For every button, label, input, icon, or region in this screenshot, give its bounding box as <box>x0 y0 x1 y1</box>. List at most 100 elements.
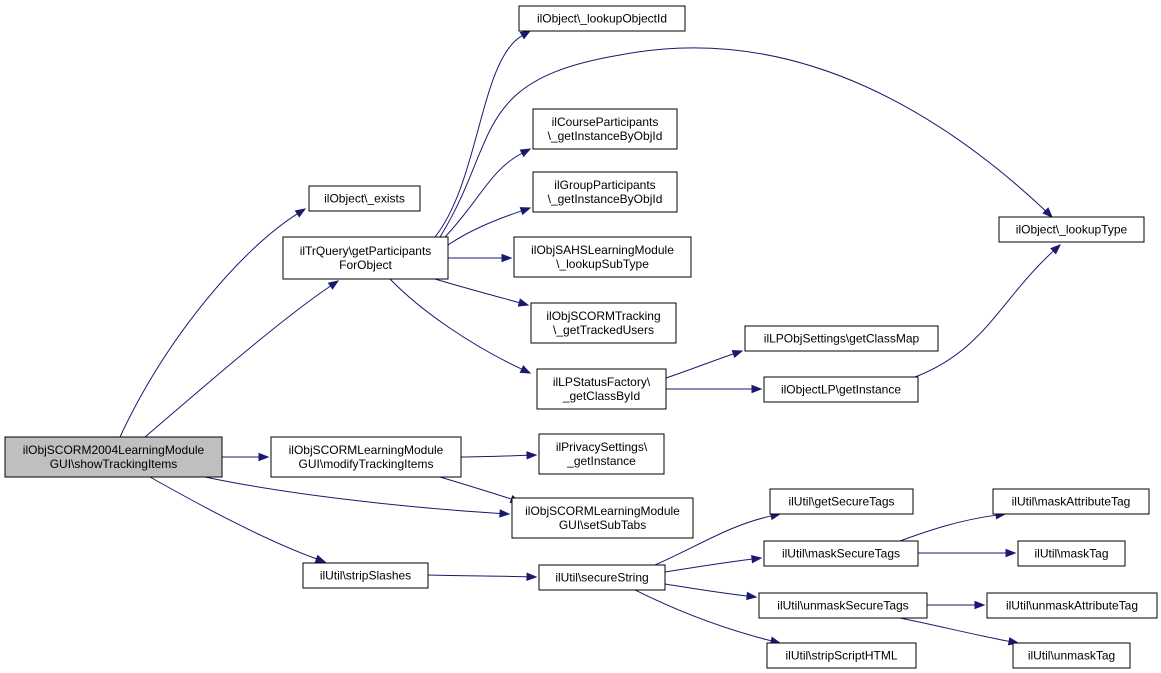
node-groupParticipants[interactable]: ilGroupParticipants\_getInstanceByObjId <box>532 171 678 213</box>
node-box <box>538 433 665 475</box>
edge-unmaskSecureTags-to-unmaskTag <box>899 617 1020 646</box>
node-box <box>758 592 928 619</box>
node-box <box>532 171 678 213</box>
edge-getParticipants-to-groupParticipants <box>447 207 532 246</box>
node-label-line: ilObjSCORM2004LearningModule <box>23 443 205 457</box>
node-maskTag[interactable]: ilUtil\maskTag <box>1017 540 1126 567</box>
node-label-line: _getClassById <box>562 389 640 403</box>
node-label-line: \_getInstanceByObjId <box>548 129 663 143</box>
node-secureString[interactable]: ilUtil\secureString <box>538 564 666 591</box>
node-box <box>536 368 667 410</box>
nodes-layer: ilObjSCORM2004LearningModuleGUI\showTrac… <box>4 5 1158 669</box>
node-label-line: ilUtil\unmaskAttributeTag <box>1006 599 1138 613</box>
node-box <box>513 236 692 278</box>
node-box <box>769 488 914 515</box>
edge-secureString-to-stripScriptHTML <box>634 589 782 645</box>
node-box <box>986 592 1158 619</box>
edge-maskSecureTags-to-maskAttributeTag <box>899 511 1007 542</box>
edge-secureString-to-unmaskSecureTags <box>664 583 758 601</box>
edge-lpStatusFactory-to-lpObjSettings <box>665 349 744 379</box>
edge-getParticipants-to-lpStatusFactory <box>389 278 532 374</box>
node-label-line: ilUtil\maskTag <box>1034 547 1108 561</box>
node-root: ilObjSCORM2004LearningModuleGUI\showTrac… <box>4 436 223 478</box>
node-maskAttributeTag[interactable]: ilUtil\maskAttributeTag <box>992 488 1150 515</box>
node-exists[interactable]: ilObject\_exists <box>308 185 421 212</box>
edge-maskSecureTags-to-maskTag <box>918 548 1017 558</box>
node-label-line: ilUtil\stripSlashes <box>320 569 411 583</box>
node-label-line: \_getTrackedUsers <box>553 323 654 337</box>
node-label-line: ilUtil\getSecureTags <box>788 495 894 509</box>
node-label-line: ilUtil\stripScriptHTML <box>785 649 897 663</box>
node-unmaskTag[interactable]: ilUtil\unmaskTag <box>1012 642 1131 669</box>
node-label-line: ilObject\_exists <box>324 192 405 206</box>
node-label-line: ilObjSCORMTracking <box>546 309 660 323</box>
node-box <box>992 488 1150 515</box>
edge-lpStatusFactory-to-objectLP <box>666 384 763 394</box>
node-objectLP[interactable]: ilObjectLP\getInstance <box>763 376 919 403</box>
node-label-line: ilObject\_lookupObjectId <box>537 12 667 26</box>
node-sahsLookupSubType[interactable]: ilObjSAHSLearningModule\_lookupSubType <box>513 236 692 278</box>
node-box <box>744 325 939 352</box>
node-label-line: ilTrQuery\getParticipants <box>300 244 432 258</box>
node-box <box>998 216 1145 243</box>
node-modifyTracking[interactable]: ilObjSCORMLearningModuleGUI\modifyTracki… <box>270 436 462 478</box>
node-getSecureTags[interactable]: ilUtil\getSecureTags <box>769 488 914 515</box>
node-box <box>308 185 421 212</box>
edge-getParticipants-to-scormTracking <box>434 278 530 307</box>
edge-root-to-stripSlashes <box>149 476 327 563</box>
node-lpObjSettings[interactable]: ilLPObjSettings\getClassMap <box>744 325 939 352</box>
node-box <box>532 108 678 150</box>
node-unmaskSecureTags[interactable]: ilUtil\unmaskSecureTags <box>758 592 928 619</box>
node-box <box>302 562 429 589</box>
node-box <box>766 642 917 669</box>
node-label-line: ilUtil\unmaskTag <box>1028 649 1115 663</box>
node-unmaskAttributeTag[interactable]: ilUtil\unmaskAttributeTag <box>986 592 1158 619</box>
node-stripSlashes[interactable]: ilUtil\stripSlashes <box>302 562 429 589</box>
node-label-line: ilLPObjSettings\getClassMap <box>764 332 920 346</box>
node-box <box>538 564 666 591</box>
node-privacySettings[interactable]: ilPrivacySettings\_getInstance <box>538 433 665 475</box>
node-label-line: ilUtil\maskSecureTags <box>782 547 900 561</box>
node-label-line: \_getInstanceByObjId <box>548 192 663 206</box>
node-box <box>1012 642 1131 669</box>
node-box <box>530 302 677 344</box>
node-stripScriptHTML[interactable]: ilUtil\stripScriptHTML <box>766 642 917 669</box>
node-lpStatusFactory[interactable]: ilLPStatusFactory\_getClassById <box>536 368 667 410</box>
node-label-line: ilObjSAHSLearningModule <box>531 243 674 257</box>
node-label-line: ilObject\_lookupType <box>1016 223 1128 237</box>
node-lookupObjectId[interactable]: ilObject\_lookupObjectId <box>518 5 686 32</box>
edge-root-to-setSubTabs <box>204 476 511 518</box>
edge-root-to-exists <box>119 208 307 438</box>
edge-unmaskSecureTags-to-unmaskAttributeTag <box>927 600 986 610</box>
edge-getParticipants-to-sahsLookupSubType <box>447 253 513 263</box>
edges-layer <box>119 30 1062 646</box>
node-box <box>763 376 919 403</box>
node-courseParticipants[interactable]: ilCourseParticipants\_getInstanceByObjId <box>532 108 678 150</box>
node-box <box>4 436 223 478</box>
node-box <box>763 540 919 567</box>
edge-stripSlashes-to-secureString <box>427 572 538 581</box>
node-scormTracking[interactable]: ilObjSCORMTracking\_getTrackedUsers <box>530 302 677 344</box>
node-box <box>1017 540 1126 567</box>
node-lookupType[interactable]: ilObject\_lookupType <box>998 216 1145 243</box>
node-label-line: GUI\modifyTrackingItems <box>299 457 434 471</box>
edge-modifyTracking-to-setSubTabs <box>439 476 522 504</box>
edge-getParticipants-to-lookupType <box>439 47 1053 238</box>
node-label-line: ilUtil\maskAttributeTag <box>1012 495 1131 509</box>
node-label-line: ilObjSCORMLearningModule <box>289 443 444 457</box>
node-label-line: ForObject <box>339 258 392 272</box>
edge-objectLP-to-lookupType <box>914 244 1062 378</box>
node-label-line: \_lookupSubType <box>556 257 649 271</box>
edge-getParticipants-to-lookupObjectId <box>434 30 532 238</box>
edge-root-to-getParticipants <box>144 280 340 438</box>
node-maskSecureTags[interactable]: ilUtil\maskSecureTags <box>763 540 919 567</box>
node-box <box>270 436 462 478</box>
node-box <box>518 5 686 32</box>
node-label-line: ilUtil\unmaskSecureTags <box>777 599 908 613</box>
node-label-line: ilLPStatusFactory\ <box>553 375 651 389</box>
node-box <box>282 236 449 280</box>
edge-root-to-modifyTracking <box>221 452 270 462</box>
